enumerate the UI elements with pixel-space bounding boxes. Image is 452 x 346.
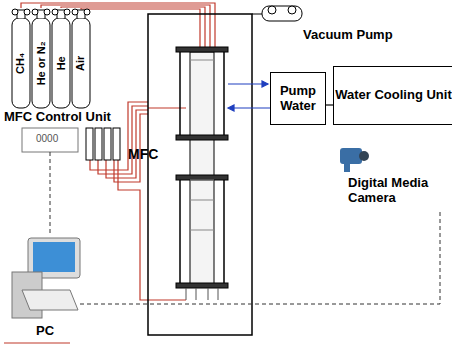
cooling-arrows xyxy=(228,81,270,111)
mfc-units xyxy=(22,128,120,160)
signal-lines xyxy=(50,152,440,304)
part-label: Digital Media Camera xyxy=(348,176,440,206)
cylinder-label: Air xyxy=(75,55,88,70)
cylinder-label: CH₄ xyxy=(15,52,28,73)
part-label: PC xyxy=(36,324,54,339)
box-label: Pump Water xyxy=(271,84,325,114)
part-label: MFC Control Unit xyxy=(4,110,111,125)
part-label: Vacuum Pump xyxy=(303,28,393,43)
process-box: Pump Water xyxy=(270,72,326,125)
reactor-column xyxy=(176,47,228,300)
box-label: Water Cooling Unit xyxy=(335,88,452,103)
connector xyxy=(326,105,333,106)
gas-cylinders xyxy=(12,9,90,108)
gas-lines xyxy=(4,3,215,343)
reactor-frame xyxy=(148,14,252,335)
part-label: MFC xyxy=(128,146,158,162)
camera-icon xyxy=(340,148,369,172)
cylinder-label: He xyxy=(55,56,68,70)
vacuum-pump xyxy=(252,6,302,21)
pc-icon xyxy=(12,238,80,318)
part-label: 0000 xyxy=(36,133,58,145)
cylinder-label: He or N₂ xyxy=(35,41,48,85)
process-box: Water Cooling Unit xyxy=(333,66,452,125)
